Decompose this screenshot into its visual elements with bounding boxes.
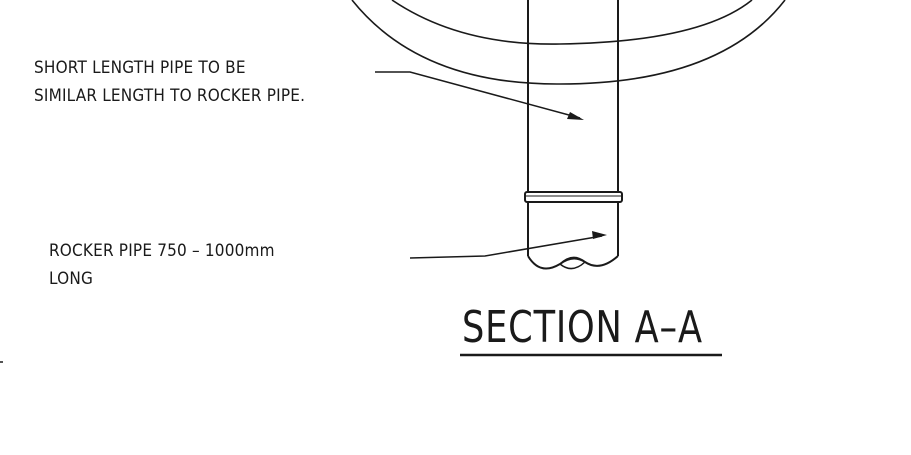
short-pipe-leader-arrow xyxy=(567,112,584,120)
short-pipe-leader-line xyxy=(375,71,581,119)
rocker-pipe-note-line1: ROCKER PIPE 750 – 1000mm xyxy=(49,241,275,261)
short-pipe-note-line1: SHORT LENGTH PIPE TO BE xyxy=(34,58,246,78)
rocker-pipe-leader-line xyxy=(409,235,603,259)
rocker-pipe-note: ROCKER PIPE 750 – 1000mm LONG xyxy=(49,237,275,293)
short-pipe-note: SHORT LENGTH PIPE TO BE SIMILAR LENGTH T… xyxy=(34,54,305,110)
chamber-inner-arc xyxy=(391,0,753,45)
pipe-joint-collar xyxy=(524,191,623,203)
rocker-pipe-leader-arrow xyxy=(592,231,607,239)
rocker-pipe-break-symbol xyxy=(527,255,619,270)
rocker-pipe-break-symbol-inner xyxy=(559,256,587,270)
section-title: SECTION A–A xyxy=(462,302,703,353)
short-pipe-note-line2: SIMILAR LENGTH TO ROCKER PIPE. xyxy=(34,86,306,106)
rocker-pipe-note-line2: LONG xyxy=(49,269,94,289)
chamber-outer-arc xyxy=(351,0,786,85)
